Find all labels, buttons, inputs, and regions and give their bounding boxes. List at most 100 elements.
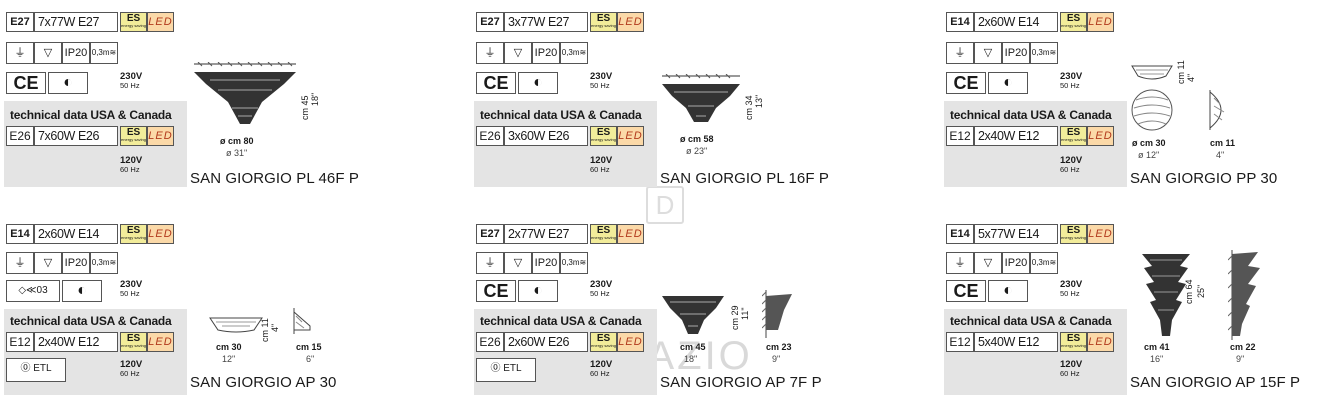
- width-in: 4": [1216, 150, 1225, 160]
- led-badge: LED: [1087, 12, 1114, 32]
- ce-mark: CE: [946, 280, 986, 302]
- distance-icon: 0,3m≋: [1030, 252, 1058, 274]
- ceiling-lamp-medium-drawing: [662, 74, 740, 122]
- socket-us-label: E12: [946, 332, 974, 352]
- ce-mark: CE: [6, 72, 46, 94]
- ip-rating: IP20: [532, 252, 560, 274]
- product-name: SAN GIORGIO AP 7F P: [660, 374, 822, 391]
- flammable-surface-icon: ▽: [34, 252, 62, 274]
- width-cm: cm 41: [1144, 342, 1170, 352]
- wall-lamp-7-profile-drawing: [762, 290, 792, 338]
- ip-rating: IP20: [62, 252, 90, 274]
- width-cm: cm 45: [680, 342, 706, 352]
- bulbs-label: 3x77W E27: [504, 12, 588, 32]
- bulbs-us-label: 5x40W E12: [974, 332, 1058, 352]
- class-2-icon: ◇≪03: [6, 280, 60, 302]
- etl-mark: ⓪ ETL: [6, 358, 66, 382]
- pct-mark-icon: ◐: [518, 72, 558, 94]
- ground-icon: ⏚: [946, 42, 974, 64]
- height-in: 4": [1186, 73, 1196, 82]
- flush-lamp-front-drawing: [1131, 89, 1173, 131]
- wall-lamp-profile-drawing: [293, 308, 311, 334]
- wall-lamp-7-front-drawing: [662, 296, 724, 334]
- flammable-surface-icon: ▽: [504, 42, 532, 64]
- ceiling-lamp-large-drawing: [194, 62, 296, 124]
- product-name: SAN GIORGIO PP 30: [1130, 170, 1278, 187]
- distance-icon: 0,3m≋: [90, 252, 118, 274]
- etl-icon: ⓪: [20, 363, 34, 374]
- ground-icon: ⏚: [946, 252, 974, 274]
- bulbs-label: 2x60W E14: [34, 224, 118, 244]
- wall-lamp-15-front-drawing: [1142, 254, 1190, 336]
- ce-mark: CE: [946, 72, 986, 94]
- distance-icon: 0,3m≋: [90, 42, 118, 64]
- height-in: 18": [310, 92, 320, 106]
- wall-lamp-front-drawing: [209, 317, 263, 333]
- ground-icon: ⏚: [476, 42, 504, 64]
- pct-mark-icon: ◐: [988, 280, 1028, 302]
- socket-us-label: E12: [6, 332, 34, 352]
- flush-lamp-side-drawing: [1131, 65, 1173, 80]
- height-cm: cm 29: [730, 305, 740, 330]
- distance-icon: 0,3m≋: [560, 42, 588, 64]
- diameter-in: ø 31": [226, 148, 248, 158]
- width-in: 16": [1150, 354, 1164, 364]
- socket-label: E14: [6, 224, 34, 244]
- flammable-surface-icon: ▽: [504, 252, 532, 274]
- tech-data-label: technical data USA & Canada: [950, 108, 1112, 122]
- led-badge: LED: [147, 224, 174, 244]
- diameter-in: ø 12": [1138, 150, 1160, 160]
- ground-icon: ⏚: [6, 252, 34, 274]
- led-us-badge: LED: [617, 332, 644, 352]
- depth-cm: cm 23: [766, 342, 792, 352]
- distance-icon: 0,3m≋: [560, 252, 588, 274]
- diameter-cm: ø cm 58: [680, 134, 714, 144]
- led-us-badge: LED: [147, 126, 174, 146]
- diameter-cm: ø cm 80: [220, 136, 254, 146]
- tech-data-label: technical data USA & Canada: [480, 108, 642, 122]
- pct-mark-icon: ◐: [988, 72, 1028, 94]
- logo-mark: D: [646, 186, 684, 224]
- width-in: 18": [684, 354, 698, 364]
- tech-data-label: technical data USA & Canada: [10, 314, 172, 328]
- led-us-badge: LED: [1087, 126, 1114, 146]
- led-us-badge: LED: [147, 332, 174, 352]
- ground-icon: ⏚: [476, 252, 504, 274]
- bulbs-us-label: 7x60W E26: [34, 126, 118, 146]
- height-cm: cm 11: [260, 318, 270, 342]
- bulbs-us-label: 2x60W E26: [504, 332, 588, 352]
- flammable-surface-icon: ▽: [34, 42, 62, 64]
- flammable-surface-icon: ▽: [974, 252, 1002, 274]
- depth-cm: cm 22: [1230, 342, 1256, 352]
- width-in: 12": [222, 354, 236, 364]
- bulbs-label: 5x77W E14: [974, 224, 1058, 244]
- socket-us-label: E26: [6, 126, 34, 146]
- pct-mark-icon: ◐: [48, 72, 88, 94]
- product-name: SAN GIORGIO PL 16F P: [660, 170, 829, 187]
- ip-rating: IP20: [1002, 252, 1030, 274]
- product-name: SAN GIORGIO AP 15F P: [1130, 374, 1301, 391]
- height-cm: cm 34: [744, 95, 754, 120]
- depth-cm: cm 15: [296, 342, 322, 352]
- socket-label: E27: [476, 12, 504, 32]
